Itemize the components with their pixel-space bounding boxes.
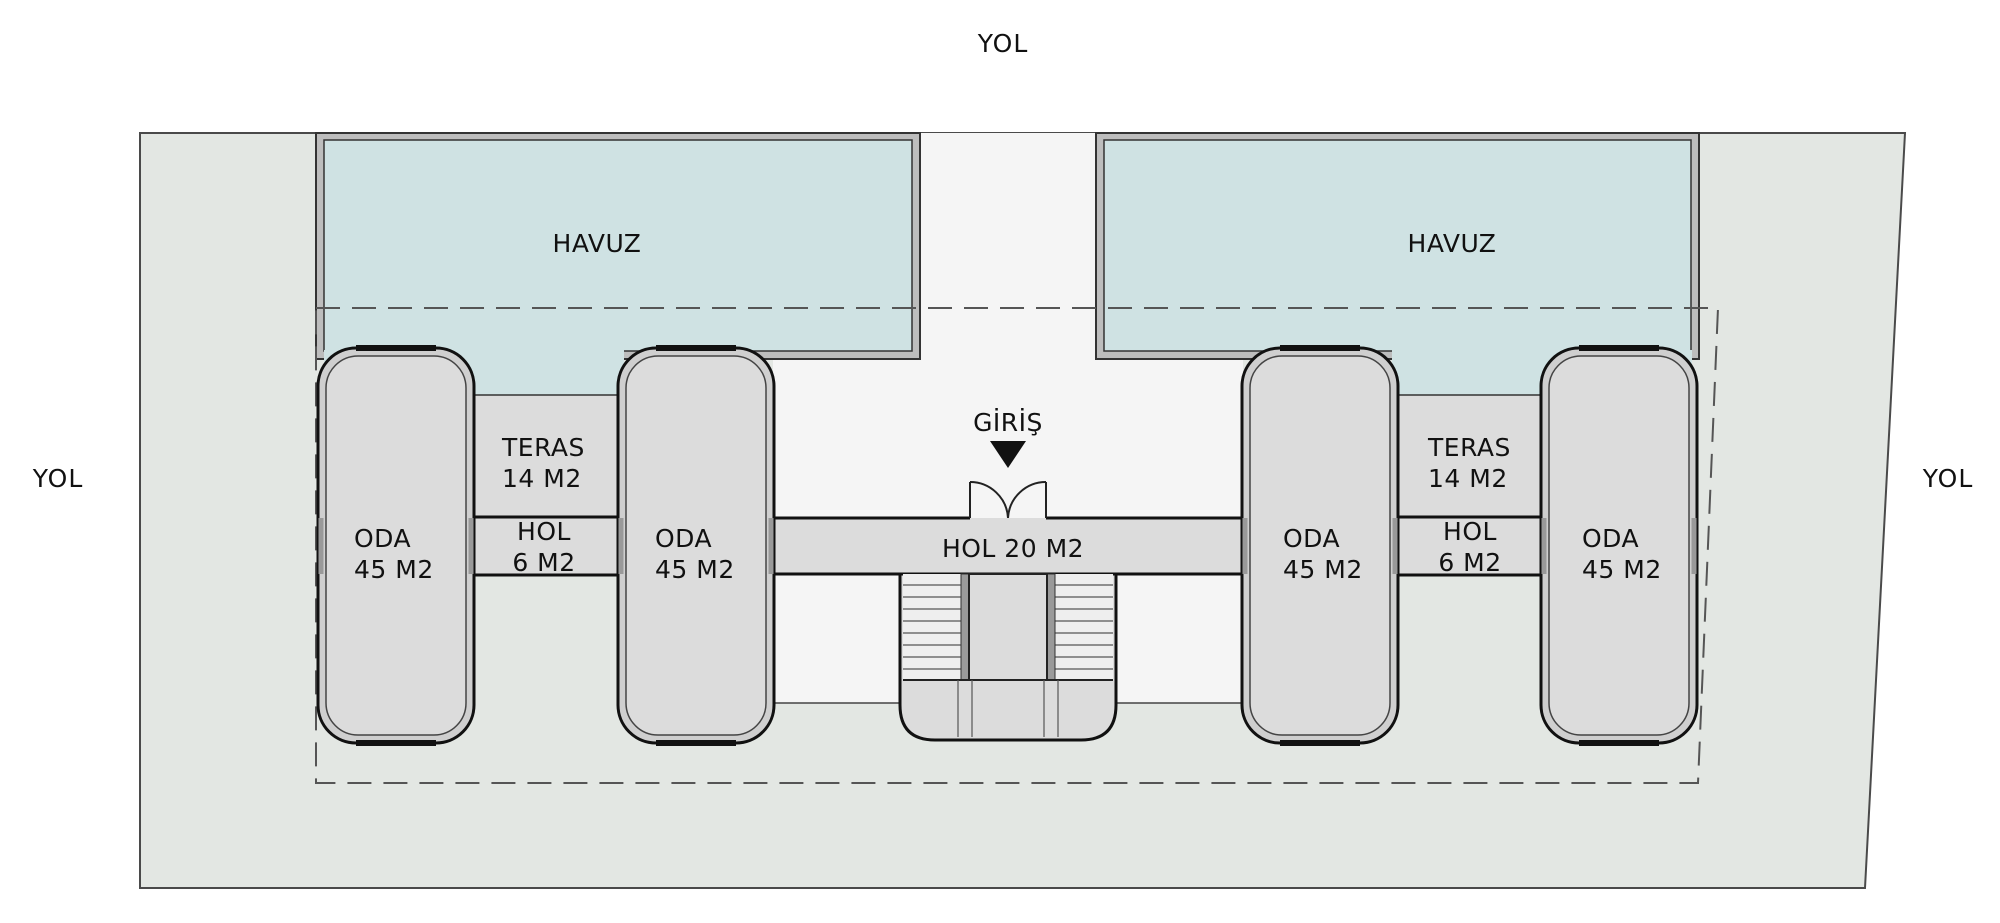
room-name: ODA <box>1582 524 1639 553</box>
elevator-shaft <box>968 573 1048 681</box>
dashed-boundary <box>315 307 1720 784</box>
road-label-right: YOL <box>1922 464 1974 493</box>
pool-label-left: HAVUZ <box>553 229 642 258</box>
stair-core <box>898 572 1118 742</box>
room-area: 45 M2 <box>655 555 735 584</box>
hall-name: HOL <box>1443 517 1497 546</box>
entrance-door <box>969 480 1047 519</box>
pool-right <box>1103 139 1692 352</box>
room-name: ODA <box>655 524 712 553</box>
right-hall <box>1396 517 1546 575</box>
hall-area: 6 M2 <box>1438 548 1501 577</box>
pool-label-right: HAVUZ <box>1408 229 1497 258</box>
road-label-left: YOL <box>32 464 84 493</box>
pool-left <box>323 139 913 352</box>
entrance-label: GİRİŞ <box>973 408 1043 437</box>
central-hall-label: HOL 20 M2 <box>942 534 1084 563</box>
left-hall <box>470 517 620 575</box>
room-pod-3 <box>1240 345 1400 746</box>
terrace-area: 14 M2 <box>502 464 582 493</box>
corridor <box>773 518 1243 574</box>
room-area: 45 M2 <box>354 555 434 584</box>
entrance-arrow-icon <box>990 441 1026 468</box>
room-name: ODA <box>1283 524 1340 553</box>
terrace-area: 14 M2 <box>1428 464 1508 493</box>
right-terrace <box>1395 394 1547 518</box>
room-pod-2 <box>616 345 776 746</box>
room-area: 45 M2 <box>1582 555 1662 584</box>
hall-area: 6 M2 <box>512 548 575 577</box>
room-area: 45 M2 <box>1283 555 1363 584</box>
room-pod-1 <box>316 345 476 746</box>
room-name: ODA <box>354 524 411 553</box>
terrace-name: TERAS <box>501 433 585 462</box>
road-label-top: YOL <box>977 29 1029 58</box>
terrace-name: TERAS <box>1427 433 1511 462</box>
room-pod-4 <box>1539 345 1699 746</box>
hall-name: HOL <box>517 517 571 546</box>
